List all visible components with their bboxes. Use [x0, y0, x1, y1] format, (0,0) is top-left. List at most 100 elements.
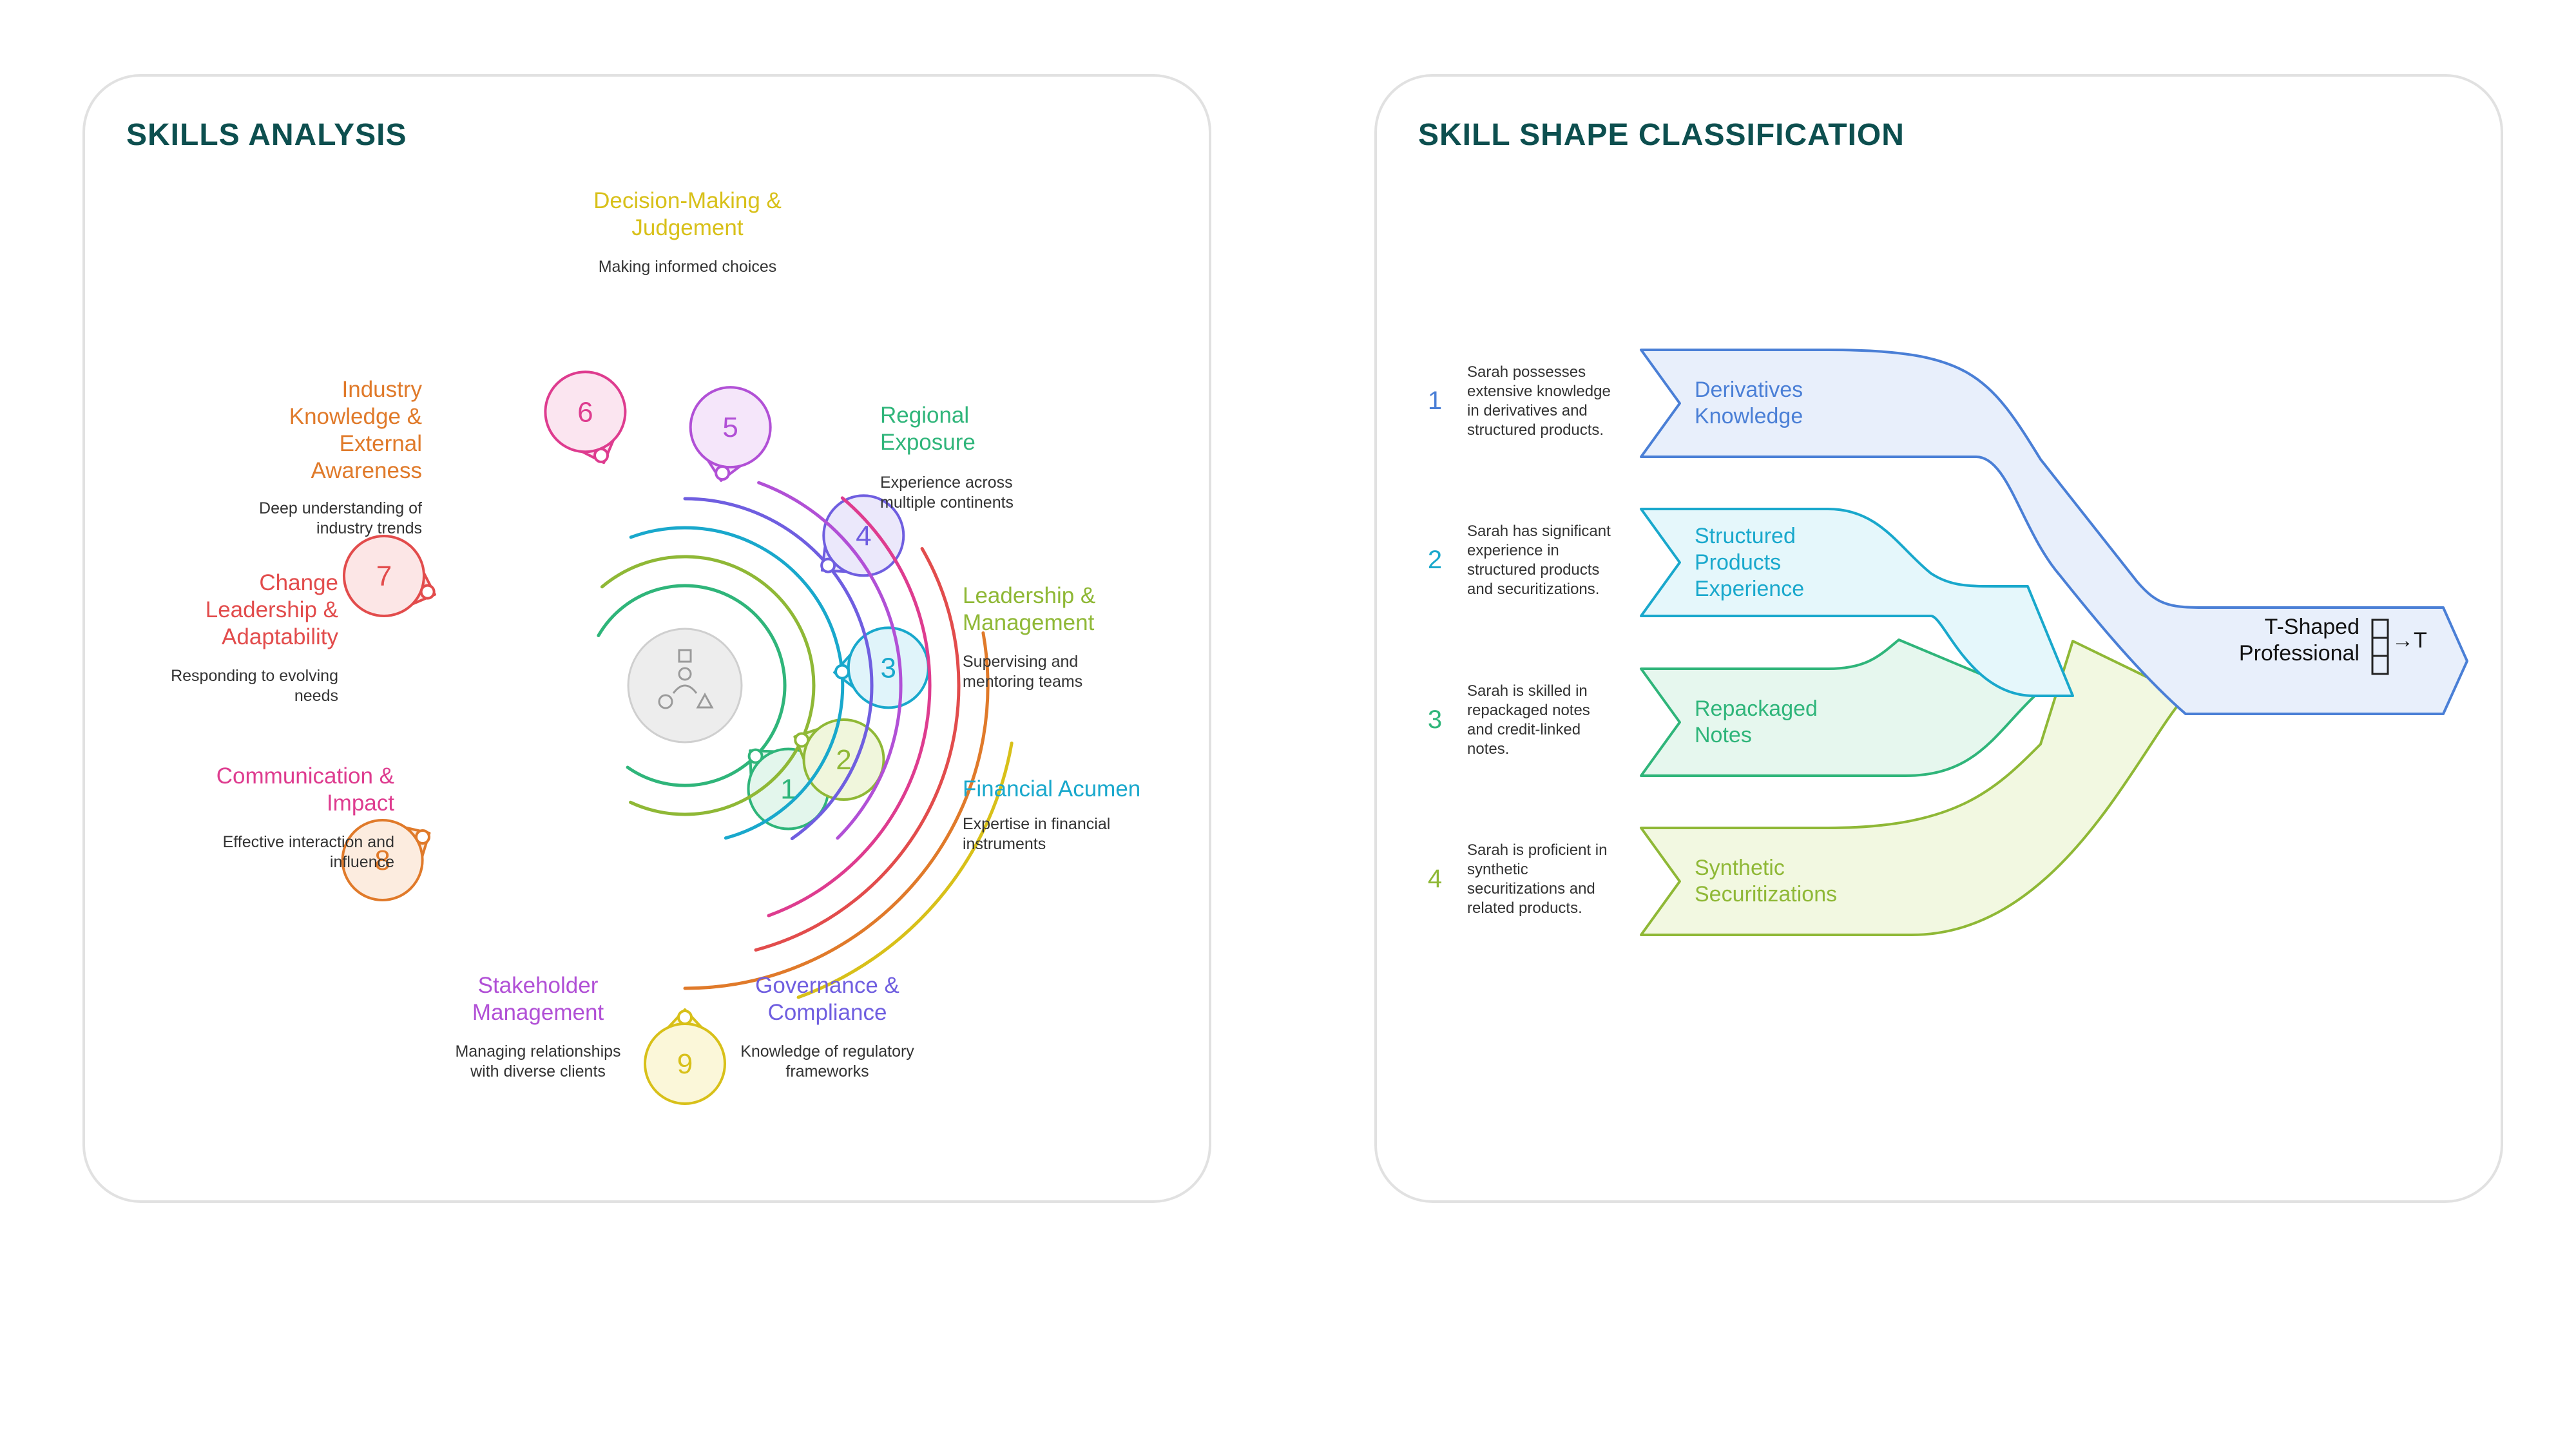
skill-title-4-line: Governance &: [755, 973, 899, 998]
step-number-3: 3: [1427, 705, 1443, 734]
t-shape-grid-icon: [2371, 619, 2389, 675]
skill-desc-1-line: Experience across: [880, 474, 1013, 492]
skill-ring-2: [600, 555, 816, 816]
skill-dot-7: [419, 584, 436, 600]
skill-band-4: [1640, 640, 2187, 936]
skill-title-2-line: Management: [963, 610, 1095, 635]
skill-ring-6: [767, 496, 932, 917]
skill-desc-8-line: industry trends: [316, 519, 422, 537]
skill-desc-5-line: Managing relationships: [455, 1042, 621, 1060]
step-desc-4-line: related products.: [1467, 899, 1582, 917]
skill-title-1-line: Regional: [880, 403, 970, 428]
skill-title-7-line: Leadership &: [205, 597, 338, 622]
step-desc-1-line: Sarah possesses: [1467, 363, 1586, 381]
step-desc-4-line: securitizations and: [1467, 880, 1595, 897]
skill-dot-2: [794, 732, 810, 748]
skill-dot-8: [414, 829, 430, 845]
skill-title-6: Communication &Impact: [8, 763, 394, 817]
band-label-3-line: Notes: [1695, 723, 1752, 747]
skill-title-5-line: Stakeholder: [477, 973, 599, 998]
skill-desc-2: Supervising and mentoring teams: [963, 652, 1082, 692]
skill-desc-2-line: mentoring teams: [963, 673, 1083, 691]
skill-desc-4: Knowledge of regulatory frameworks: [634, 1042, 1021, 1082]
step-number-1: 1: [1427, 387, 1443, 415]
skill-ring-5: [757, 481, 903, 840]
band-label-2-line: Structured: [1695, 523, 1796, 548]
skill-number-2: 2: [836, 744, 851, 776]
step-desc-2-line: structured products: [1467, 561, 1600, 579]
skill-ring-1: [597, 584, 787, 787]
band-label-1-line: Knowledge: [1695, 404, 1803, 428]
skill-title-3: Financial Acumen: [963, 776, 1140, 803]
skill-title-4-line: Compliance: [767, 1000, 887, 1025]
band-label-4-line: Securitizations: [1695, 882, 1838, 907]
skill-desc-4-line: frameworks: [785, 1062, 869, 1080]
band-label-1-line: Derivatives: [1695, 378, 1803, 402]
skill-number-7: 7: [376, 561, 392, 592]
skill-title-8-line: Knowledge &: [289, 404, 422, 429]
skill-bubble-7: 7: [342, 535, 436, 618]
skill-desc-5-line: with diverse clients: [470, 1062, 606, 1080]
skill-dot-1: [747, 748, 764, 764]
skill-title-6-line: Communication &: [216, 763, 394, 789]
skill-desc-7-line: needs: [294, 687, 338, 705]
skill-title-4: Governance &Compliance: [634, 972, 1021, 1026]
skill-shape-title: SKILL SHAPE CLASSIFICATION: [1418, 118, 1905, 152]
skill-number-9: 9: [677, 1048, 693, 1080]
skill-dot-6: [593, 447, 610, 463]
skill-bubble-5: 5: [689, 386, 772, 482]
skill-desc-9: Making informed choices: [494, 257, 881, 277]
skill-band-3: [1640, 638, 2035, 777]
skill-ring-4: [683, 497, 874, 841]
skill-ring-3: [629, 526, 845, 840]
skill-title-9-line: Decision-Making &: [593, 188, 782, 213]
step-desc-3: Sarah is skilled in repackaged notes and c…: [1467, 682, 1590, 759]
skill-dot-9: [677, 1010, 693, 1025]
skill-ring-7: [754, 547, 961, 952]
skill-number-3: 3: [881, 652, 896, 684]
skill-number-5: 5: [722, 412, 738, 443]
step-desc-3-line: repackaged notes: [1467, 702, 1590, 719]
skill-title-3-line: Financial Acumen: [963, 776, 1141, 801]
skill-title-8-line: Industry: [341, 377, 423, 402]
step-desc-3-line: notes.: [1467, 740, 1510, 758]
step-number-2: 2: [1427, 546, 1443, 574]
shapes-people-icon: [658, 649, 714, 709]
skill-title-5-line: Management: [472, 1000, 604, 1025]
skill-ring-9: [796, 741, 1014, 999]
band-label-4-line: Synthetic: [1695, 856, 1785, 880]
skill-shape-panel: SKILL SHAPE CLASSIFICATION 1 Sarah posses…: [1374, 74, 2503, 1203]
step-desc-4-line: Sarah is proficient in: [1467, 841, 1608, 859]
skill-desc-2-line: Supervising and: [963, 653, 1079, 671]
skill-title-9-line: Judgement: [631, 215, 744, 240]
skill-title-9: Decision-Making &Judgement: [494, 187, 881, 242]
step-desc-2-line: Sarah has significant: [1467, 523, 1611, 540]
skill-band-1: [1640, 349, 2468, 715]
skill-dot-4: [820, 557, 836, 573]
skill-number-6: 6: [577, 396, 593, 428]
skill-title-2: Leadership &Management: [963, 582, 1095, 637]
skill-desc-5: Managing relationships with diverse clien…: [345, 1042, 731, 1082]
skill-desc-3-line: instruments: [963, 835, 1046, 853]
skill-bubble-6: 6: [544, 370, 627, 465]
skill-desc-4-line: Knowledge of regulatory: [740, 1042, 914, 1060]
step-desc-3-line: Sarah is skilled in: [1467, 682, 1588, 700]
step-desc-3-line: and credit-linked: [1467, 721, 1581, 738]
skill-dot-3: [834, 664, 851, 680]
skill-bubble-8: 8: [341, 819, 431, 901]
